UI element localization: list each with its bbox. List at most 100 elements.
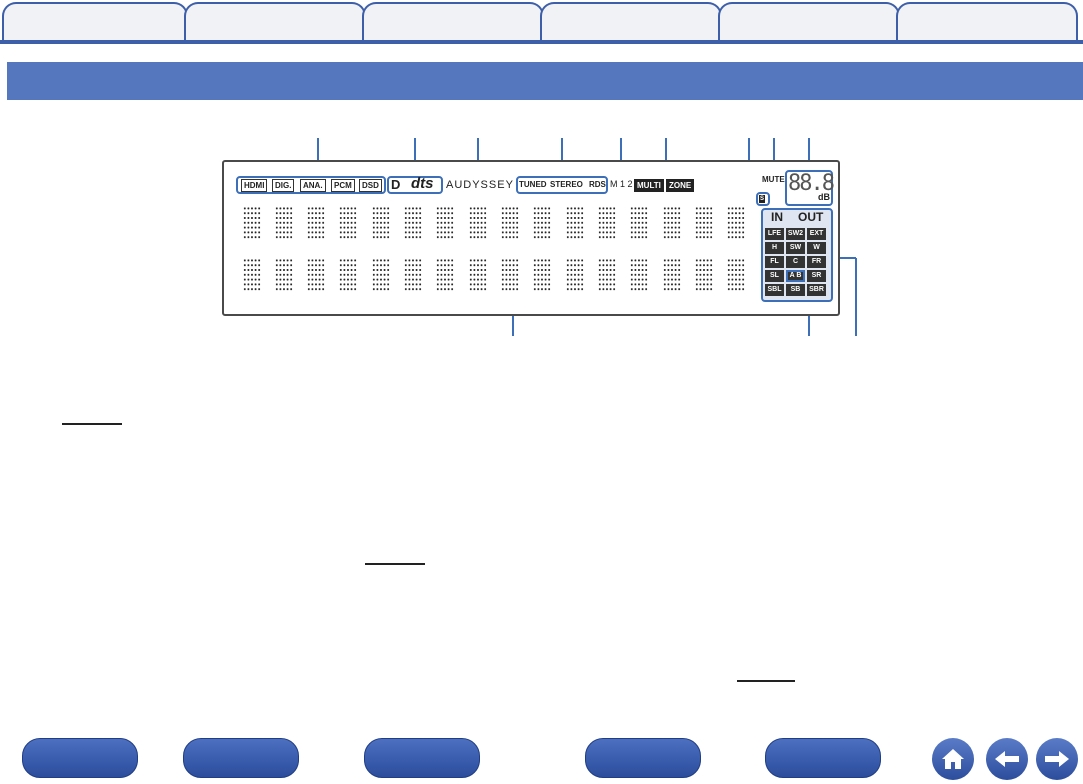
char-cell: [630, 206, 648, 240]
char-cell: [436, 258, 454, 292]
volume-digits: 88.8: [788, 171, 835, 196]
display-figure: HDMI DIG. ANA. PCM DSD D dts AUDYSSEY TU…: [0, 110, 1083, 360]
tuner-indicator-highlight: [516, 176, 608, 194]
callout-line-5: [620, 138, 622, 178]
spk-sbl: SBL: [765, 284, 784, 296]
char-cell: [307, 206, 325, 240]
callout-line-6: [665, 138, 667, 178]
analog-indicator: ANA.: [300, 179, 326, 192]
hdmi-indicator: HDMI: [241, 179, 268, 192]
char-cell: [663, 258, 681, 292]
spk-sr: SR: [807, 270, 826, 282]
tab-4[interactable]: [540, 2, 722, 42]
tuned-indicator: TUNED: [519, 180, 547, 189]
spk-sw2: SW2: [786, 228, 805, 240]
char-cell: [243, 206, 261, 240]
decoder-indicator-highlight: [387, 176, 443, 194]
spk-sw: SW: [786, 242, 805, 254]
callout-line-4: [561, 138, 563, 178]
spk-ext: EXT: [807, 228, 826, 240]
char-cell: [372, 258, 390, 292]
char-cell: [598, 206, 616, 240]
nav-button-1[interactable]: [22, 738, 138, 778]
char-cell: [598, 258, 616, 292]
stereo-indicator: STEREO: [550, 180, 583, 189]
nav-button-2[interactable]: [183, 738, 299, 778]
multi-indicator: MULTI: [634, 179, 664, 192]
spk-h: H: [765, 242, 784, 254]
char-cell: [727, 258, 745, 292]
dts-logo: dts: [411, 175, 434, 192]
digital-indicator: DIG.: [272, 179, 295, 192]
char-cell: [469, 258, 487, 292]
input-indicator-highlight: [236, 176, 386, 194]
callout-line-9: [808, 138, 810, 170]
char-cell: [339, 206, 357, 240]
home-button[interactable]: [932, 738, 974, 780]
char-cell: [566, 206, 584, 240]
nav-button-3[interactable]: [364, 738, 480, 778]
char-cell: [307, 258, 325, 292]
char-cell: [695, 258, 713, 292]
home-icon: [942, 749, 964, 769]
tab-underline: [0, 40, 1083, 44]
callout-line-1: [317, 138, 319, 178]
underline-mark-1: [62, 423, 122, 425]
char-cell: [404, 206, 422, 240]
spk-sbr: SBR: [807, 284, 826, 296]
nav-button-5[interactable]: [765, 738, 881, 778]
callout-hook-12: [834, 257, 856, 259]
char-cell: [275, 206, 293, 240]
char-cell: [501, 258, 519, 292]
tab-3[interactable]: [362, 2, 544, 42]
tab-2[interactable]: [184, 2, 366, 42]
spk-fl: FL: [765, 256, 784, 268]
dolby-logo: D: [391, 177, 401, 192]
sleep-indicator: S: [759, 195, 766, 203]
spk-ab: A B: [786, 270, 805, 282]
back-button[interactable]: [986, 738, 1028, 780]
char-cell: [695, 206, 713, 240]
tab-5[interactable]: [718, 2, 900, 42]
callout-line-10: [512, 306, 514, 336]
tab-1[interactable]: [2, 2, 188, 42]
nav-button-4[interactable]: [585, 738, 701, 778]
audyssey-indicator: AUDYSSEY: [446, 179, 514, 191]
callout-line-12: [855, 258, 857, 336]
char-cell: [630, 258, 648, 292]
zone-indicator: ZONE: [666, 179, 695, 192]
callout-line-3: [477, 138, 479, 178]
spk-sl: SL: [765, 270, 784, 282]
spk-lfe: LFE: [765, 228, 784, 240]
char-cell: [663, 206, 681, 240]
sleep-indicator-highlight: [756, 192, 770, 206]
mute-indicator: MUTE: [762, 175, 785, 184]
out-label: OUT: [798, 210, 824, 224]
char-cell: [372, 206, 390, 240]
arrow-right-icon: [1045, 751, 1069, 767]
char-cell: [469, 206, 487, 240]
section-header-bar: [7, 62, 1083, 100]
char-cell: [533, 206, 551, 240]
in-label: IN: [771, 210, 783, 224]
char-cell: [275, 258, 293, 292]
char-cell: [436, 206, 454, 240]
db-indicator: dB: [818, 192, 830, 202]
forward-button[interactable]: [1036, 738, 1078, 780]
callout-line-2: [414, 138, 416, 178]
arrow-left-icon: [995, 751, 1019, 767]
char-cell: [404, 258, 422, 292]
spk-w: W: [807, 242, 826, 254]
spk-c: C: [786, 256, 805, 268]
spk-sb: SB: [786, 284, 805, 296]
pcm-indicator: PCM: [331, 179, 355, 192]
underline-mark-3: [737, 680, 795, 682]
char-cell: [533, 258, 551, 292]
char-cell: [243, 258, 261, 292]
char-cell: [501, 206, 519, 240]
char-cell: [727, 206, 745, 240]
rds-indicator: RDS: [589, 180, 606, 189]
char-cell: [339, 258, 357, 292]
tab-6[interactable]: [896, 2, 1078, 42]
dsd-indicator: DSD: [359, 179, 382, 192]
